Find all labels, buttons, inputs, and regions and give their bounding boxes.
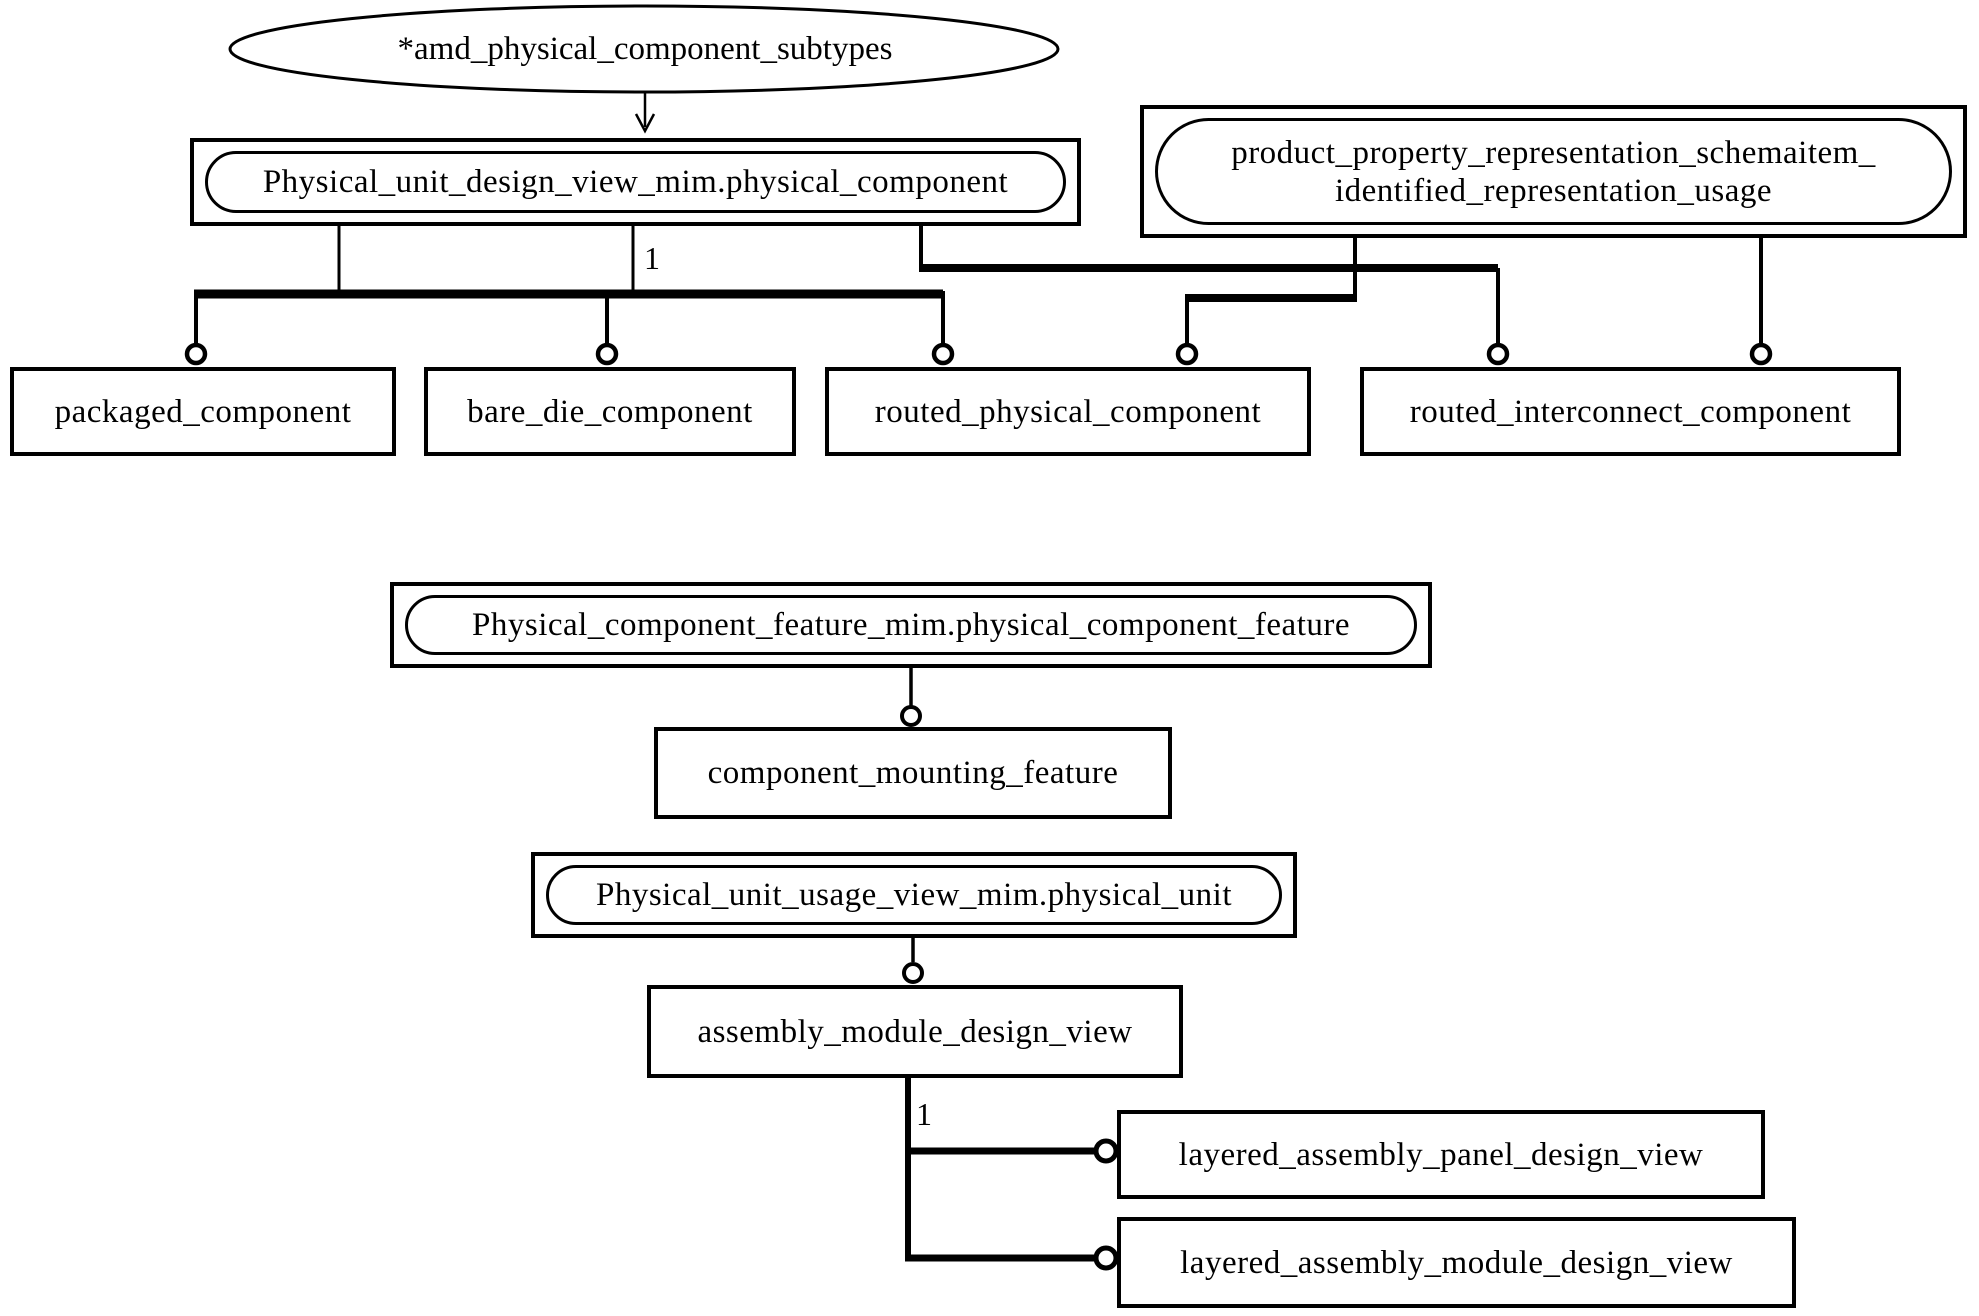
node-label: bare_die_component xyxy=(467,393,753,430)
stadium-border: Physical_unit_design_view_mim.physical_c… xyxy=(205,151,1066,213)
node-label-line1: product_property_representation_schemait… xyxy=(1231,134,1876,171)
connector-pcf-to-cmf xyxy=(900,667,922,727)
node-layered-assembly-panel-design-view: layered_assembly_panel_design_view xyxy=(1117,1110,1765,1199)
subtype-bus xyxy=(194,225,945,345)
node-label: layered_assembly_panel_design_view xyxy=(1178,1136,1704,1173)
cardinality-label-top: 1 xyxy=(644,240,660,276)
node-routed-interconnect-component: routed_interconnect_component xyxy=(1360,367,1901,456)
node-packaged-component: packaged_component xyxy=(10,367,396,456)
node-label: Physical_unit_design_view_mim.physical_c… xyxy=(262,164,1009,200)
stadium-border: product_property_representation_schemait… xyxy=(1155,118,1952,225)
node-physical-component-feature: Physical_component_feature_mim.physical_… xyxy=(390,582,1432,668)
stadium-border: Physical_unit_usage_view_mim.physical_un… xyxy=(546,865,1282,925)
node-routed-physical-component: routed_physical_component xyxy=(825,367,1311,456)
connector-puuv-to-amdv xyxy=(902,937,924,984)
node-product-property-representation: product_property_representation_schemait… xyxy=(1140,105,1967,238)
amdv-subtype-tree xyxy=(905,1077,1119,1271)
connector-ppr-to-routed-physical xyxy=(1185,237,1357,345)
node-label-line2: identified_representation_usage xyxy=(1334,172,1772,209)
node-label: layered_assembly_module_design_view xyxy=(1180,1244,1733,1281)
node-label: Physical_component_feature_mim.physical_… xyxy=(472,607,1350,643)
node-label: routed_physical_component xyxy=(874,393,1262,430)
subtype-constraint-label: *amd_physical_component_subtypes xyxy=(397,31,893,67)
node-label: component_mounting_feature xyxy=(707,755,1119,791)
node-physical-unit-design-view: Physical_unit_design_view_mim.physical_c… xyxy=(190,138,1081,226)
node-label: Physical_unit_usage_view_mim.physical_un… xyxy=(595,877,1232,913)
cardinality-label-bottom: 1 xyxy=(916,1096,932,1132)
circle-terminals-top xyxy=(184,342,1773,366)
node-physical-unit-usage-view: Physical_unit_usage_view_mim.physical_un… xyxy=(531,852,1297,938)
node-label: routed_interconnect_component xyxy=(1409,393,1852,430)
node-label: assembly_module_design_view xyxy=(697,1013,1133,1050)
node-assembly-module-design-view: assembly_module_design_view xyxy=(647,985,1183,1078)
node-layered-assembly-module-design-view: layered_assembly_module_design_view xyxy=(1117,1217,1796,1308)
constraint-arrow xyxy=(634,92,656,134)
connector-pudv-to-routed-interconnect xyxy=(919,225,1500,345)
node-component-mounting-feature: component_mounting_feature xyxy=(654,727,1172,819)
node-bare-die-component: bare_die_component xyxy=(424,367,796,456)
node-label: packaged_component xyxy=(54,393,352,430)
stadium-border: Physical_component_feature_mim.physical_… xyxy=(405,595,1417,655)
